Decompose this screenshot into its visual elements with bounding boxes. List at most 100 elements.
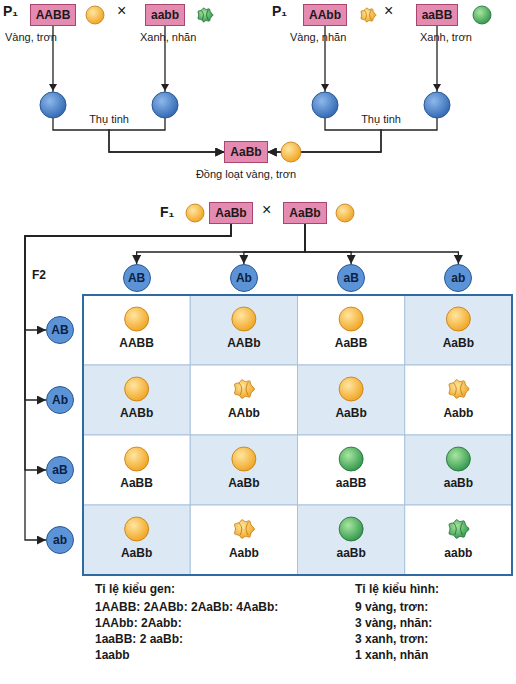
label-text: P₁ bbox=[272, 4, 287, 18]
label-text: Tỉ lệ kiểu hình: bbox=[355, 582, 439, 596]
label-text: F₁ bbox=[160, 205, 174, 219]
genotype-box: AaBb bbox=[209, 202, 252, 224]
gamete-circle: AB bbox=[123, 264, 151, 292]
punnett-cell bbox=[190, 435, 297, 505]
label-text: Xanh, trơn bbox=[420, 30, 472, 44]
label-text: × bbox=[262, 203, 271, 217]
node-text: AaBb bbox=[215, 206, 246, 220]
node-text: AB bbox=[51, 323, 68, 337]
genotype-box: aabb bbox=[145, 4, 185, 26]
pea-seed bbox=[473, 6, 491, 24]
gamete-circle: ab bbox=[46, 526, 74, 554]
node-text: ab bbox=[451, 271, 465, 285]
label-text: 1AABB: 2AABb: 2AaBb: 4AaBb: bbox=[95, 600, 278, 614]
genotype-cell: aaBb bbox=[444, 476, 473, 490]
label-text: Thụ tinh bbox=[361, 112, 401, 126]
pea-seed bbox=[449, 520, 469, 539]
punnett-cell bbox=[298, 435, 405, 505]
label-text: F2 bbox=[32, 268, 46, 282]
genotype-cell: Aabb bbox=[443, 406, 473, 420]
arrow-head bbox=[321, 84, 329, 91]
punnett-cell bbox=[190, 365, 297, 435]
pea-seed bbox=[361, 8, 376, 22]
gamete-circle: aB bbox=[46, 456, 74, 484]
connector-line bbox=[109, 26, 224, 152]
punnett-cell bbox=[405, 295, 512, 365]
connector-line bbox=[268, 26, 381, 152]
punnett-cell bbox=[83, 295, 190, 365]
node-text: aB bbox=[52, 463, 67, 477]
gamete-circle: Ab bbox=[46, 386, 74, 414]
genotype-cell: AaBB bbox=[120, 476, 153, 490]
label-text: × bbox=[117, 4, 126, 18]
genotype-cell: aabb bbox=[444, 546, 472, 560]
pea-seed bbox=[235, 520, 255, 539]
genotype-cell: Aabb bbox=[229, 546, 259, 560]
punnett-cell bbox=[83, 435, 190, 505]
arrow-head bbox=[161, 84, 169, 91]
label-text: P₁ bbox=[3, 4, 18, 18]
pea-seed bbox=[446, 447, 470, 471]
gamete-circle bbox=[40, 92, 66, 118]
pea-seed bbox=[336, 204, 354, 222]
punnett-cell bbox=[298, 505, 405, 575]
connector-line bbox=[268, 26, 437, 152]
gamete-circle bbox=[312, 92, 338, 118]
genotype-cell: AABb bbox=[227, 336, 260, 350]
pea-seed bbox=[186, 204, 204, 222]
punnett-cell bbox=[405, 505, 512, 575]
label-text: Tỉ lệ kiểu gen: bbox=[95, 582, 175, 596]
label-text: Vàng, trơn bbox=[5, 30, 57, 44]
arrow-head bbox=[433, 84, 441, 91]
label-text: 1aabb bbox=[95, 648, 130, 662]
label-text: × bbox=[384, 4, 393, 18]
node-text: AB bbox=[128, 271, 145, 285]
node-text: ab bbox=[53, 533, 67, 547]
arrow-head bbox=[49, 84, 57, 91]
gamete-circle: aB bbox=[337, 264, 365, 292]
label-text: 3 vàng, nhăn: bbox=[355, 616, 432, 630]
genotype-cell: AaBb bbox=[443, 336, 474, 350]
node-text: Ab bbox=[236, 271, 252, 285]
genotype-cell: AABb bbox=[120, 406, 153, 420]
label-text: 1aaBB: 2 aaBb: bbox=[95, 632, 183, 646]
genotype-box: AAbb bbox=[303, 4, 347, 26]
connector-line bbox=[305, 224, 458, 264]
node-text: AaBb bbox=[289, 206, 320, 220]
pea-seed bbox=[449, 380, 469, 399]
node-text: AABB bbox=[36, 8, 71, 22]
genotype-box: AaBb bbox=[283, 202, 326, 224]
pea-seed bbox=[125, 377, 149, 401]
genotype-box: AABB bbox=[30, 4, 77, 26]
pea-seed bbox=[232, 447, 256, 471]
node-text: AaBb bbox=[230, 145, 261, 159]
pea-seed bbox=[339, 377, 363, 401]
connector-line bbox=[137, 224, 305, 264]
punnett-cell bbox=[298, 365, 405, 435]
pea-seed bbox=[86, 6, 104, 24]
genotype-cell: aaBb bbox=[336, 546, 365, 560]
label-text: 1 xanh, nhăn bbox=[355, 648, 428, 662]
genotype-cell: AAbb bbox=[228, 406, 260, 420]
pea-seed bbox=[125, 307, 149, 331]
node-text: aaBB bbox=[422, 8, 453, 22]
connector-line bbox=[305, 224, 351, 264]
label-text: Thụ tinh bbox=[89, 112, 129, 126]
node-text: AAbb bbox=[309, 8, 341, 22]
punnett-cell bbox=[83, 365, 190, 435]
pea-seed bbox=[125, 517, 149, 541]
genotype-cell: AABB bbox=[119, 336, 154, 350]
node-text: aB bbox=[343, 271, 358, 285]
connector-line bbox=[244, 224, 305, 264]
label-text: 9 vàng, trơn: bbox=[355, 600, 428, 614]
pea-seed bbox=[198, 8, 213, 22]
genotype-box: aaBB bbox=[416, 4, 459, 26]
genotype-cell: AaBb bbox=[121, 546, 152, 560]
label-text: 1AAbb: 2Aabb: bbox=[95, 616, 182, 630]
node-text: Ab bbox=[52, 393, 68, 407]
label-text: 3 xanh, trơn: bbox=[355, 632, 428, 646]
pea-seed bbox=[125, 447, 149, 471]
pea-seed bbox=[339, 517, 363, 541]
gamete-circle: Ab bbox=[230, 264, 258, 292]
